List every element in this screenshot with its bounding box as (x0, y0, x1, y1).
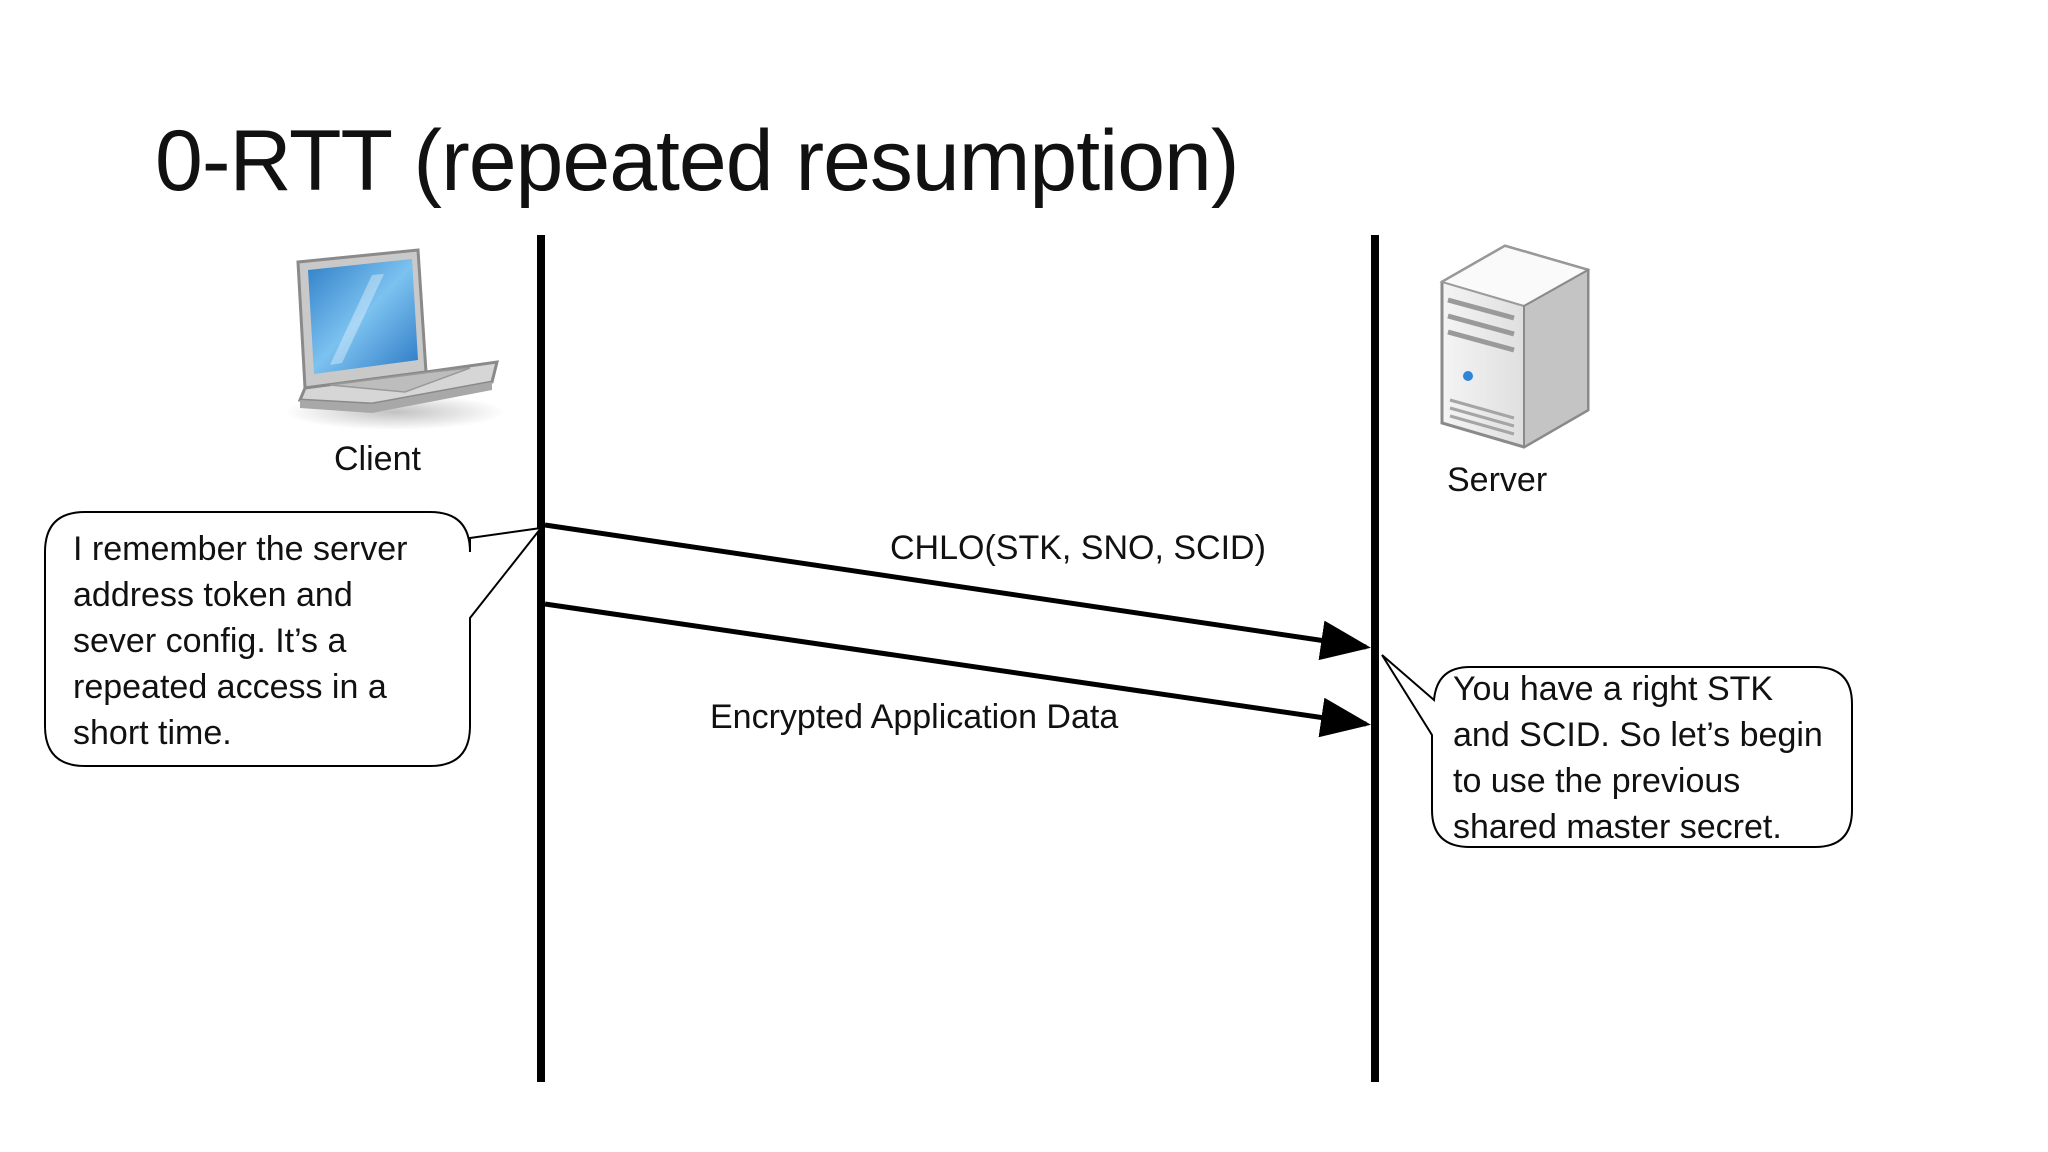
server-callout-text: You have a right STK and SCID. So let’s … (1453, 670, 1823, 846)
message-label: Encrypted Application Data (710, 698, 1119, 736)
laptop-icon (285, 248, 505, 430)
message-arrow (544, 601, 1371, 738)
message-label: CHLO(STK, SNO, SCID) (890, 529, 1266, 567)
server-label: Server (1447, 461, 1548, 499)
message-arrow (544, 522, 1371, 661)
client-label: Client (334, 440, 421, 478)
server-callout-bubble (1381, 654, 1853, 848)
server-tower-icon (1439, 244, 1591, 449)
client-callout-bubble (44, 511, 544, 767)
slide-title: 0-RTT (repeated resumption) (155, 113, 1240, 209)
client-callout-text: I remember the server address token and … (73, 530, 408, 752)
